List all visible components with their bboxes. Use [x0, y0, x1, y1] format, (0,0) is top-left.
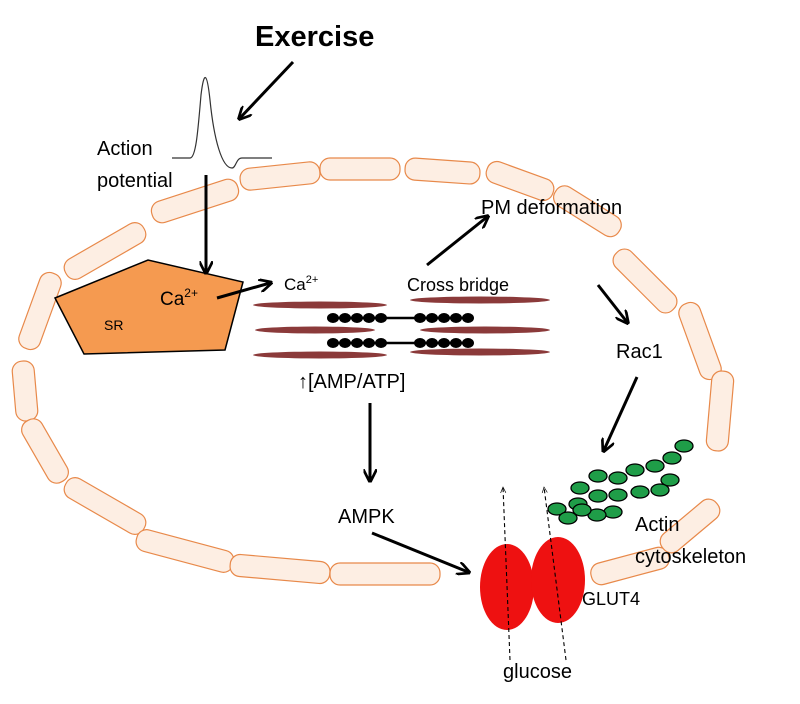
actin-label-line1: Actin: [635, 514, 679, 536]
pm-to-rac1-arrow: [596, 284, 627, 322]
glut4-label: GLUT4: [582, 589, 640, 609]
sr-pentagon: [53, 259, 244, 355]
exercise-arrow: [240, 60, 295, 118]
sr-label: SR: [104, 317, 123, 333]
ampk-label: AMPK: [338, 506, 395, 528]
cross-bridge-label: Cross bridge: [407, 275, 509, 295]
ampk-to-glut4-arrow: [371, 531, 468, 572]
sr-calcium-label: Ca2+: [160, 286, 198, 310]
actin-cytoskeleton: [547, 439, 694, 525]
action-potential-trace: [172, 77, 272, 169]
released-calcium-label: Ca2+: [284, 274, 318, 294]
glut4-transporters: [480, 537, 585, 630]
glucose-label: glucose: [503, 661, 572, 683]
exercise-title: Exercise: [255, 21, 374, 53]
glucose-uptake-arrow-1: [503, 487, 511, 661]
actin-label-line2: cytoskeleton: [635, 546, 746, 568]
glucose-uptake-arrow-2: [544, 487, 567, 661]
cross-bridge-to-pm-arrow: [426, 217, 487, 267]
calcium-release-arrow: [216, 283, 270, 300]
cell-membrane: [11, 157, 735, 586]
rac1-label: Rac1: [616, 341, 663, 363]
amp-atp-increase-label: ↑[AMP/ATP]: [298, 371, 405, 393]
pm-deformation-label: PM deformation: [481, 197, 622, 219]
rac1-to-actin-arrow: [604, 376, 639, 450]
action-potential-label-line2: potential: [97, 170, 173, 192]
sarcomere: [253, 296, 550, 359]
action-potential-label-line1: Action: [97, 138, 153, 160]
